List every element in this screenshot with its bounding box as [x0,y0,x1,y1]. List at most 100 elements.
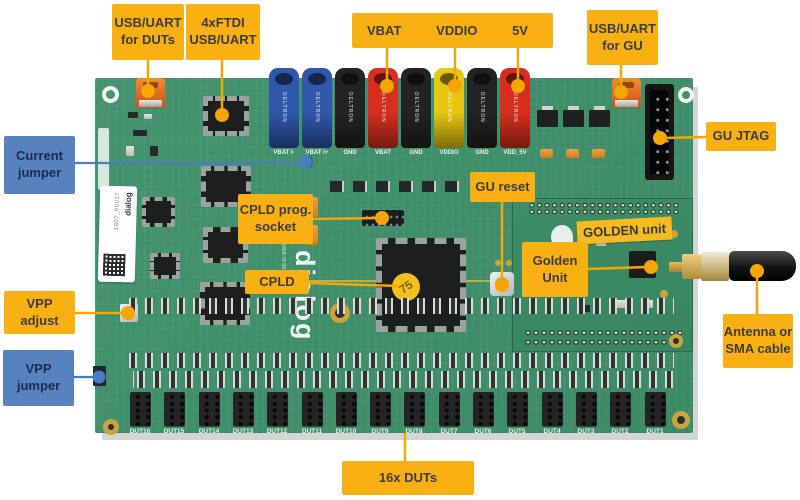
sma-pin [669,262,682,272]
jack-brand-text: DELTRON [347,92,353,123]
callout-text: for DUTs [121,32,175,47]
callout-text: 16x DUTs [378,469,438,485]
jack-brand-text: DELTRON [380,92,386,123]
callout-text: for GU [602,37,643,53]
voltage-regulator [589,106,610,127]
dut-silk-label: DUT14 [198,428,220,435]
smd-row [126,298,674,314]
dut-silk-label: DUT6 [474,428,492,435]
banana-jack: DELTRON [302,68,332,148]
callout-text: Antenna or [723,324,793,340]
golden-unit-chip [629,251,656,278]
usb-connector-gu [612,78,641,108]
callout-gu-reset: GU reset [470,172,535,202]
capacitor [566,149,579,158]
callout-text: Current [16,148,63,164]
callout-cpld-prog-socket: CPLD prog. socket [238,194,313,244]
smd-row [126,371,674,388]
callout-text: USB/UART [189,32,257,47]
pcb-dialog-logo: dialog [290,250,320,342]
jtag-pins [650,90,669,174]
callout-text: USB/UART [114,15,182,31]
callout-text: VPP [25,361,52,377]
callout-usb-uart-duts: USB/UART for DUTs [112,4,184,60]
callout-text: jumper [17,165,62,180]
qr-code [102,253,126,277]
silkscreen-strip [98,128,109,190]
ftdi-chip [203,227,248,263]
jack-silk-label: VBAT I- [273,150,295,156]
capacitor [592,149,605,158]
voltage-regulator [537,106,558,127]
jack-brand-text: DELTRON [314,92,320,123]
callout-vpp-jumper: VPP jumper [3,350,74,406]
sticker-brand: dialog [123,192,134,216]
smd-part [128,112,138,118]
sma-connector [701,252,729,281]
jtag-connector [645,84,674,180]
dut-header [439,392,460,426]
dut-silk-label: DUT4 [543,428,561,435]
dut-header [130,392,151,426]
banana-jack: DELTRON [368,68,398,148]
jack-silk-label: GND [343,150,357,156]
ftdi-chip [203,96,249,136]
dut-header [199,392,220,426]
callout-text: adjust [20,312,59,328]
dut-silk-label: DUT7 [440,428,458,435]
callout-usb-uart-gu: USB/UART for GU [587,10,658,65]
jack-brand-text: DELTRON [479,92,485,123]
capacitor [540,149,553,158]
mounting-hole [678,87,694,103]
via [670,230,678,238]
via [495,260,501,266]
silkscreen-text: A1458-78-5S [280,240,286,270]
dut-header [302,392,323,426]
dut-silk-label: DUT2 [611,428,629,435]
module-header-holes [524,328,682,348]
dut-header [336,392,357,426]
callout-text: GU reset [475,178,530,194]
callout-golden-unit: Golden Unit [522,242,588,297]
callout-current-jumper: Current jumper [4,136,75,194]
callout-cpld: CPLD [245,270,309,294]
sticker-serial: 1807_00037 [114,191,122,231]
dut-header [164,392,185,426]
dut-silk-label: DUT12 [266,428,288,435]
callout-text: USB/UART [588,20,657,36]
dut-header [370,392,391,426]
vpp-jumper-part [93,366,106,386]
banana-jack: DELTRON [500,68,530,148]
dut-header [576,392,597,426]
dut-silk-label: DUT11 [301,428,323,435]
dut-silk-label: DUT15 [163,428,185,435]
dut-header [507,392,528,426]
dut-silk-label: DUT1 [646,428,664,435]
callout-text: 4xFTDI [201,15,245,31]
jack-silk-label: VDDIO [439,150,459,156]
callout-ftdi: 4xFTDI USB/UART [186,4,260,60]
jack-brand-text: DELTRON [446,92,452,123]
banana-jack: DELTRON [401,68,431,148]
current-jumper-part [301,156,313,168]
callout-text: GU JTAG [712,128,770,144]
callout-text-5v: 5V [512,23,528,38]
ic-chip [142,197,175,227]
callout-16x-duts: 16x DUTs [342,461,474,495]
banana-jack: DELTRON [269,68,299,148]
dut-silk-label: DUT8 [405,428,423,435]
banana-jack: DELTRON [434,68,464,148]
module-header-holes [528,202,680,215]
antenna [729,251,796,281]
smd-part [133,130,147,136]
jack-silk-label: VBAT I+ [305,150,329,156]
jack-brand-text: DELTRON [413,92,419,123]
via [506,260,512,266]
callout-vpp-adjust: VPP adjust [4,291,75,334]
dut-header [542,392,563,426]
jack-silk-label: VDD_5V [503,150,527,156]
jack-brand-text: DELTRON [512,92,518,123]
cpld-chip [376,238,466,332]
callout-text: socket [254,219,297,234]
